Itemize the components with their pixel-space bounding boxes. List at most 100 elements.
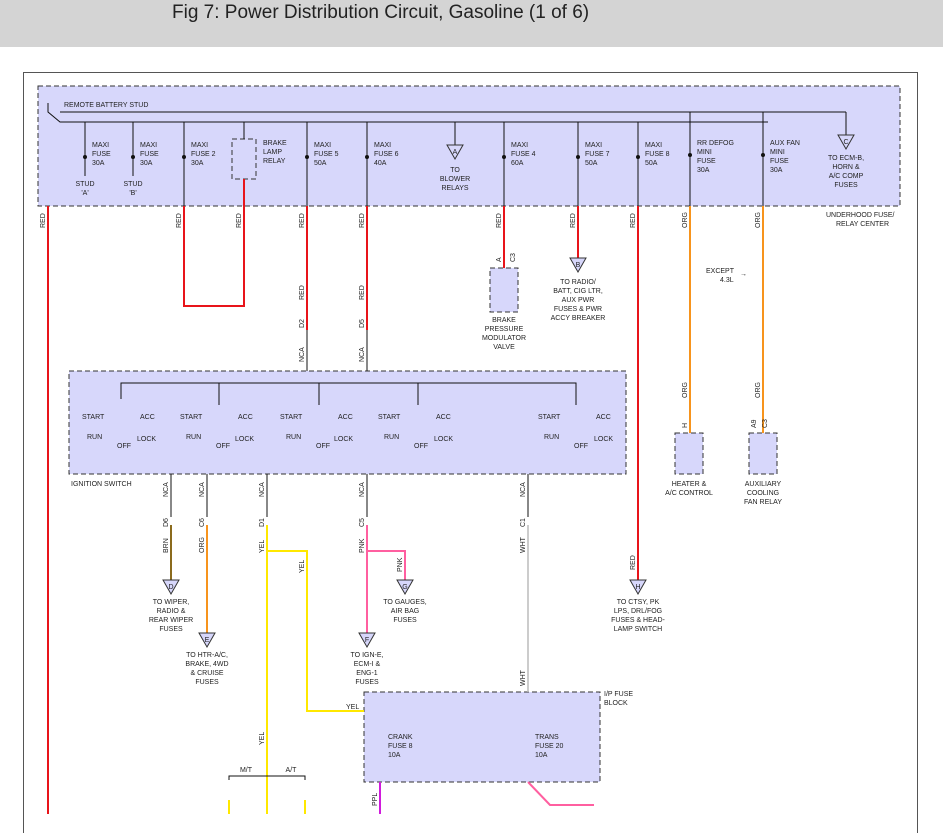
switch-run-0: RUN [87,434,102,441]
switch-lock-4: LOCK [594,436,613,443]
fuse-dot-5 [502,155,506,159]
wire-label-16: ORG [682,382,689,398]
switch-start-1: START [180,414,203,421]
wire-label-43: C3 [510,253,517,262]
page-title: Fig 7: Power Distribution Circuit, Gasol… [172,2,590,23]
fuse-label-7-line-0: MAXI [645,142,662,149]
switch-acc-1: ACC [238,414,253,421]
switch-run-3: RUN [384,434,399,441]
brake-valve-line-3: VALVE [493,344,515,351]
to-gauges-line-1: AIR BAG [391,608,419,615]
switch-start-2: START [280,414,303,421]
wire-label-2: RED [236,213,243,228]
wire-label-37: WHT [520,536,527,553]
wire-label-32: ORG [199,537,206,553]
wire-label-24: NCA [359,482,366,497]
diagram-frame [23,72,918,833]
fuse-label-3-line-2: 50A [314,160,327,167]
ip-fuse-label-1: I/P FUSE [604,691,633,698]
underhood-label-2: RELAY CENTER [836,221,889,228]
switch-acc-0: ACC [140,414,155,421]
except-label: EXCEPT [706,268,735,275]
fuse-label-3-line-1: FUSE 5 [314,151,339,158]
brake-valve-line-0: BRAKE [492,317,516,324]
wiring-diagram: REMOTE BATTERY STUD UNDERHOOD FUSE/ RELA… [37,85,901,814]
stud-a-line-0: STUD [75,181,94,188]
underhood-fuse-box [37,85,901,207]
to-ecm-line-3: FUSES [834,182,858,189]
brake-pressure-valve-box [489,267,519,313]
wire-label-35: PNK [359,538,366,553]
fuse-label-0-line-1: FUSE [92,151,111,158]
to-ctsy-line-2: FUSES & HEAD- [611,617,665,624]
wire-label-29: C5 [359,518,366,527]
to-wiper-line-2: REAR WIPER [149,617,193,624]
connector-F: F [365,637,369,644]
aux-fan-line-1: COOLING [747,490,779,497]
wire-label-23: NCA [259,482,266,497]
wire-label-1: RED [176,213,183,228]
fuse-drops [84,112,764,206]
brake-valve-line-2: MODULATOR [482,335,526,342]
fuse-label-2-line-2: 30A [191,160,204,167]
wire-label-33: YEL [259,540,266,553]
fuse-label-7-line-2: 50A [645,160,658,167]
switch-start-0: START [82,414,105,421]
to-ctsy-line-3: LAMP SWITCH [614,626,663,633]
wire-label-42: A [496,257,503,262]
wire-label-25: NCA [520,482,527,497]
at-label: A/T [286,767,298,774]
fuse-label-3-line-0: MAXI [314,142,331,149]
fuse-label-9-line-1: MINI [770,149,785,156]
fuse-label-0-line-0: MAXI [92,142,109,149]
except-engine-label: 4.3L [720,277,734,284]
stud-b-line-0: STUD [123,181,142,188]
connector-C: C [843,139,848,146]
trans-fuse-line-0: TRANS [535,734,559,741]
fuse-dot-3 [305,155,309,159]
fuse-dot-0 [83,155,87,159]
to-ign-line-3: FUSES [355,679,379,686]
to-blower-line-1: BLOWER [440,176,470,183]
fuse-label-9-line-2: FUSE [770,158,789,165]
fuse-label-9-line-3: 30A [770,167,783,174]
fuse-label-6-line-1: FUSE 7 [585,151,610,158]
wire-label-26: D6 [163,518,170,527]
fuse-label-5-line-2: 60A [511,160,524,167]
fuse-label-1-line-0: MAXI [140,142,157,149]
ignition-rail [120,382,577,405]
to-htr-line-2: & CRUISE [190,670,223,677]
aux-fan-line-2: FAN RELAY [744,499,782,506]
crank-fuse-line-1: FUSE 8 [388,743,413,750]
wire-pnk-branch [367,550,406,580]
to-ign-line-2: ENG-1 [356,670,378,677]
wire-red-brake-relay [183,179,245,307]
wire-label-36: PNK [397,557,404,572]
switch-run-2: RUN [286,434,301,441]
fuse-dot-2 [182,155,186,159]
fuse-label-7-line-1: FUSE 8 [645,151,670,158]
wire-label-7: RED [630,213,637,228]
fuse-label-1-line-1: FUSE [140,151,159,158]
misc-labels: STUD'A'STUD'B'BRAKELAMPRELAYTOBLOWERRELA… [75,139,864,774]
wire-label-31: BRN [163,538,170,553]
wire-label-38: RED [630,555,637,570]
to-ctsy-line-0: TO CTSY, PK [617,599,660,606]
brake-valve-line-1: PRESSURE [485,326,524,333]
switch-run-1: RUN [186,434,201,441]
switch-acc-3: ACC [436,414,451,421]
crank-fuse-line-0: CRANK [388,734,413,741]
brake-lamp-relay-line-1: LAMP [263,149,282,156]
wire-label-30: C1 [520,518,527,527]
switch-lock-0: LOCK [137,436,156,443]
wire-label-6: RED [570,213,577,228]
switch-off-1: OFF [216,443,230,450]
fuse-label-2-line-0: MAXI [191,142,208,149]
wire-label-18: H [682,423,689,428]
wire-label-17: ORG [755,382,762,398]
fuse-label-5-line-1: FUSE 4 [511,151,536,158]
to-ign-line-1: ECM-I & [354,661,381,668]
wire-label-22: NCA [199,482,206,497]
fuse-label-4-line-2: 40A [374,160,387,167]
wire-label-15: NCA [359,347,366,362]
